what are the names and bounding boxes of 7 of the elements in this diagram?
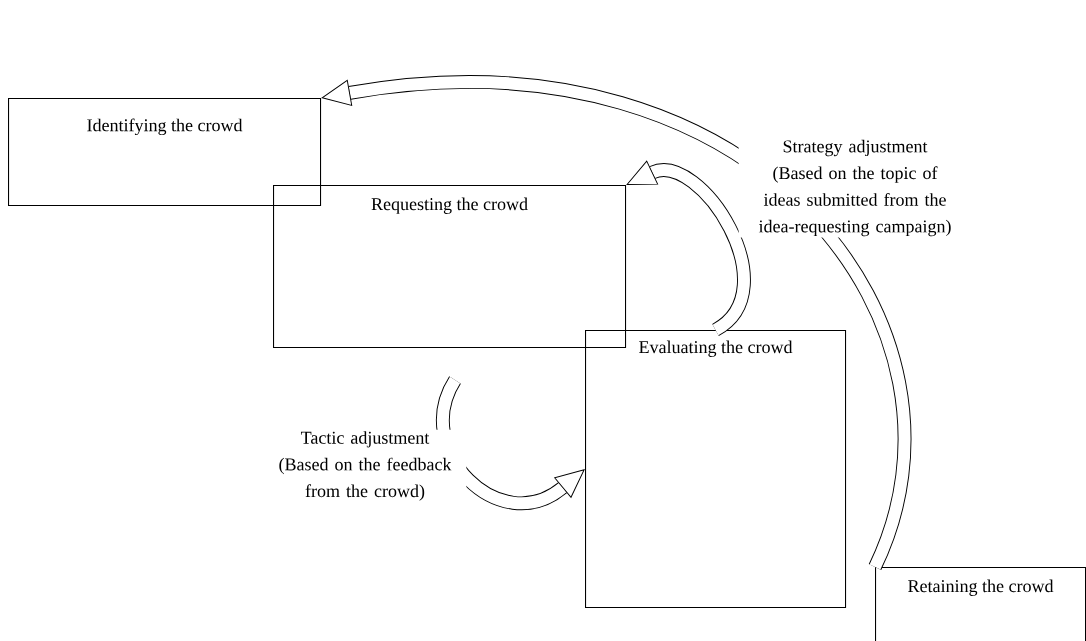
process-box: Requesting the crowd [273, 185, 627, 349]
process-box: Identifying the crowd [8, 98, 322, 207]
edge-label: Tactic adjustment (Based on the feedback from the crowd) [263, 429, 467, 503]
process-box: Evaluating the crowd [585, 330, 847, 609]
process-box: Retaining the crowd [875, 567, 1086, 641]
curved-arrow [626, 160, 751, 336]
edge-label: Strategy adjustment (Based on the topic of ideas submitted from the idea-requesting campaign) [738, 138, 972, 238]
